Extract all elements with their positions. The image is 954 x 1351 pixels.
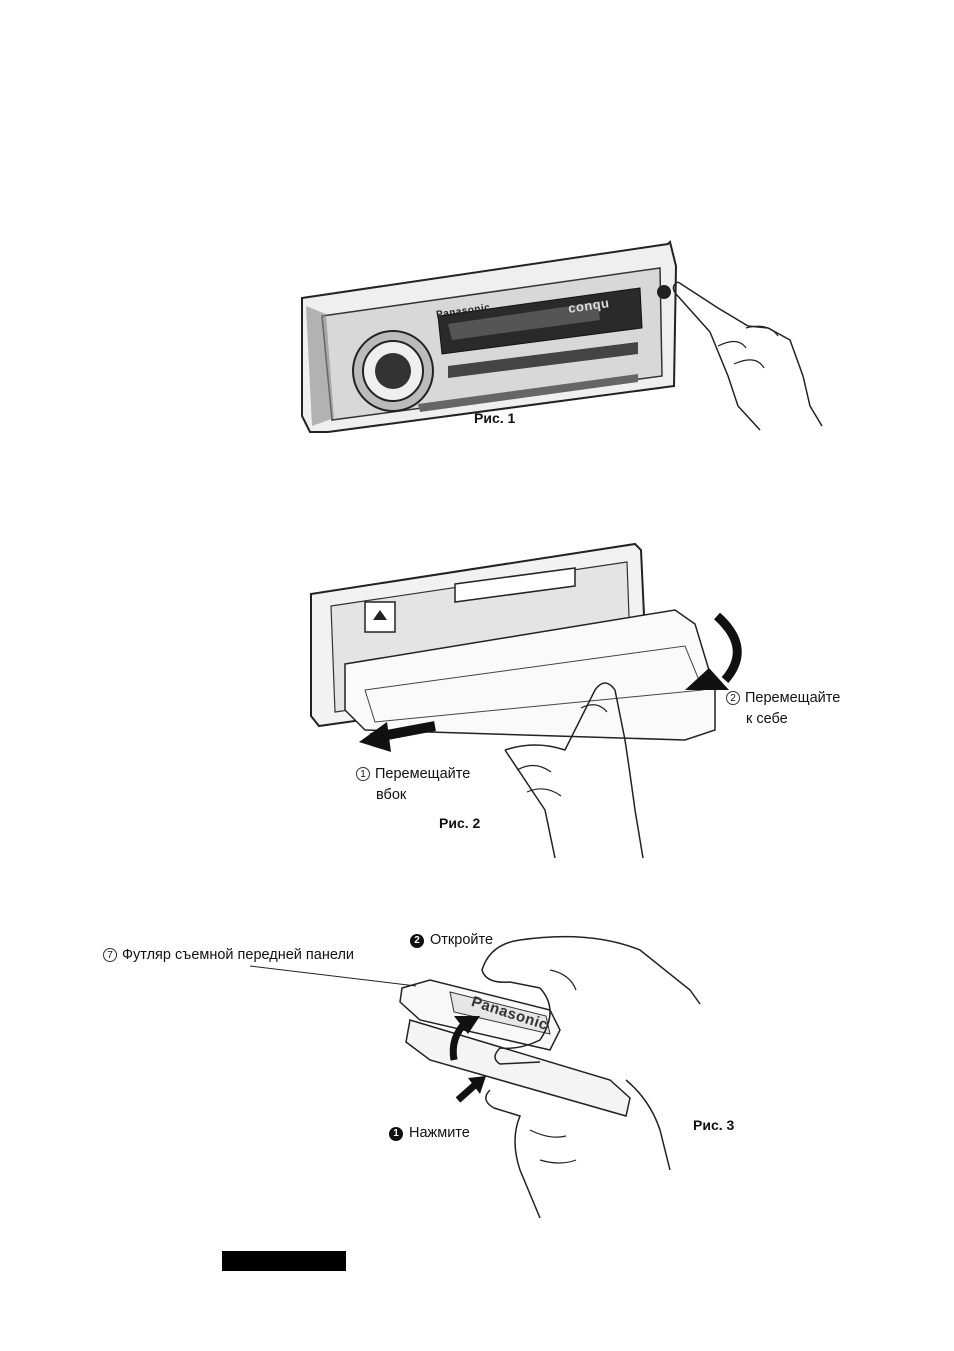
step-2-line-2: к себе (746, 711, 788, 727)
open-step-number: 2 (410, 934, 424, 948)
case-label-text: Футляр съемной передней панели (122, 947, 354, 963)
figure-2-caption: Рис. 2 (439, 815, 480, 831)
case-number: 7 (103, 948, 117, 962)
step-2-number: 2 (726, 691, 740, 705)
step-1-line-1: Перемещайте (375, 766, 470, 782)
figure-1-caption: Рис. 1 (474, 410, 515, 426)
fig3-case-label: 7 Футляр съемной передней панели (103, 945, 354, 966)
black-bar (222, 1251, 346, 1271)
fig3-open-label: 2 Откройте (410, 930, 493, 951)
case-leader-line (250, 962, 420, 992)
figure-2-illustration (305, 540, 745, 860)
open-label-text: Откройте (430, 932, 493, 948)
step-1-line-2: вбок (376, 787, 406, 803)
figure-3-caption: Рис. 3 (693, 1117, 734, 1133)
step-1-number: 1 (356, 767, 370, 781)
step-2-line-1: Перемещайте (745, 690, 840, 706)
fig3-press-label: 1 Нажмите (389, 1123, 470, 1144)
fig2-step2-label: 2 Перемещайте к себе (726, 688, 840, 730)
press-label-text: Нажмите (409, 1125, 470, 1141)
fig2-step1-label: 1 Перемещайте вбок (356, 764, 470, 806)
figure-3-illustration (390, 930, 720, 1220)
figure-1-illustration (298, 236, 828, 436)
press-step-number: 1 (389, 1127, 403, 1141)
